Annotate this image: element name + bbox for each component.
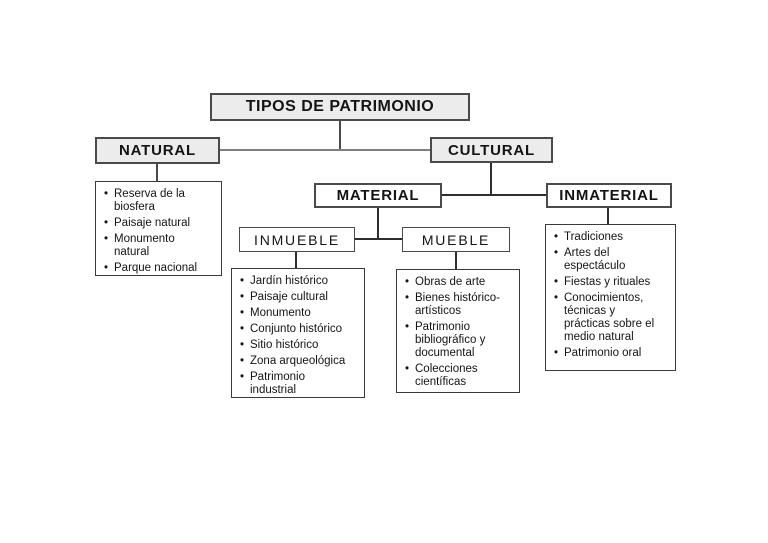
list-item: Conjunto histórico [239,323,350,336]
node-inmaterial-label: INMATERIAL [559,187,659,204]
connector-natural-down [156,163,158,182]
connector-inmueble-mueble [353,238,403,240]
list-item: Sitio histórico [239,339,350,352]
connector-material-inmaterial [441,194,547,196]
list-item: Patrimonio oral [553,347,660,360]
list-item: Paisaje cultural [239,291,350,304]
natural-items-box: Reserva de la biosfera Paisaje natural M… [95,181,222,276]
list-item: Patrimonio bibliográfico y documental [404,321,511,360]
connector-cultural-down [490,162,492,196]
inmueble-items: Jardín histórico Paisaje cultural Monume… [239,275,350,397]
node-natural: NATURAL [95,137,220,164]
list-item: Reserva de la biosfera [103,188,210,214]
inmaterial-items-box: Tradiciones Artes del espectáculo Fiesta… [545,224,676,371]
node-material-label: MATERIAL [336,187,420,204]
title-box: TIPOS DE PATRIMONIO [210,93,470,121]
list-item: Fiestas y rituales [553,276,660,289]
list-item: Colecciones científicas [404,363,511,389]
node-mueble: MUEBLE [402,227,510,252]
connector-natural-cultural [219,149,431,151]
list-item: Conocimientos, técnicas y prácticas sobr… [553,292,660,344]
list-item: Paisaje natural [103,217,210,230]
connector-title-down [339,120,341,150]
connector-mueble-down [455,251,457,270]
list-item: Jardín histórico [239,275,350,288]
list-item: Bienes histórico-artísticos [404,292,511,318]
list-item: Monumento [239,307,350,320]
list-item: Artes del espectáculo [553,247,660,273]
node-natural-label: NATURAL [119,142,196,159]
inmueble-items-box: Jardín histórico Paisaje cultural Monume… [231,268,365,398]
node-mueble-label: MUEBLE [421,231,491,248]
list-item: Obras de arte [404,276,511,289]
connector-material-down [377,207,379,239]
connector-inmaterial-down [607,207,609,225]
list-item: Zona arqueológica [239,355,350,368]
node-cultural-label: CULTURAL [448,141,535,159]
connector-inmueble-down [295,251,297,269]
node-inmueble-label: INMUEBLE [254,231,340,248]
natural-items: Reserva de la biosfera Paisaje natural M… [103,188,210,275]
inmaterial-items: Tradiciones Artes del espectáculo Fiesta… [553,231,660,360]
list-item: Tradiciones [553,231,660,244]
node-inmaterial: INMATERIAL [546,183,672,208]
mueble-items: Obras de arte Bienes histórico-artístico… [404,276,511,389]
list-item: Patrimonio industrial [239,371,350,397]
node-cultural: CULTURAL [430,137,553,163]
diagram-title: TIPOS DE PATRIMONIO [245,98,435,115]
list-item: Parque nacional [103,262,210,275]
mueble-items-box: Obras de arte Bienes histórico-artístico… [396,269,520,393]
node-inmueble: INMUEBLE [239,227,355,252]
list-item: Monumento natural [103,233,210,259]
node-material: MATERIAL [314,183,442,208]
